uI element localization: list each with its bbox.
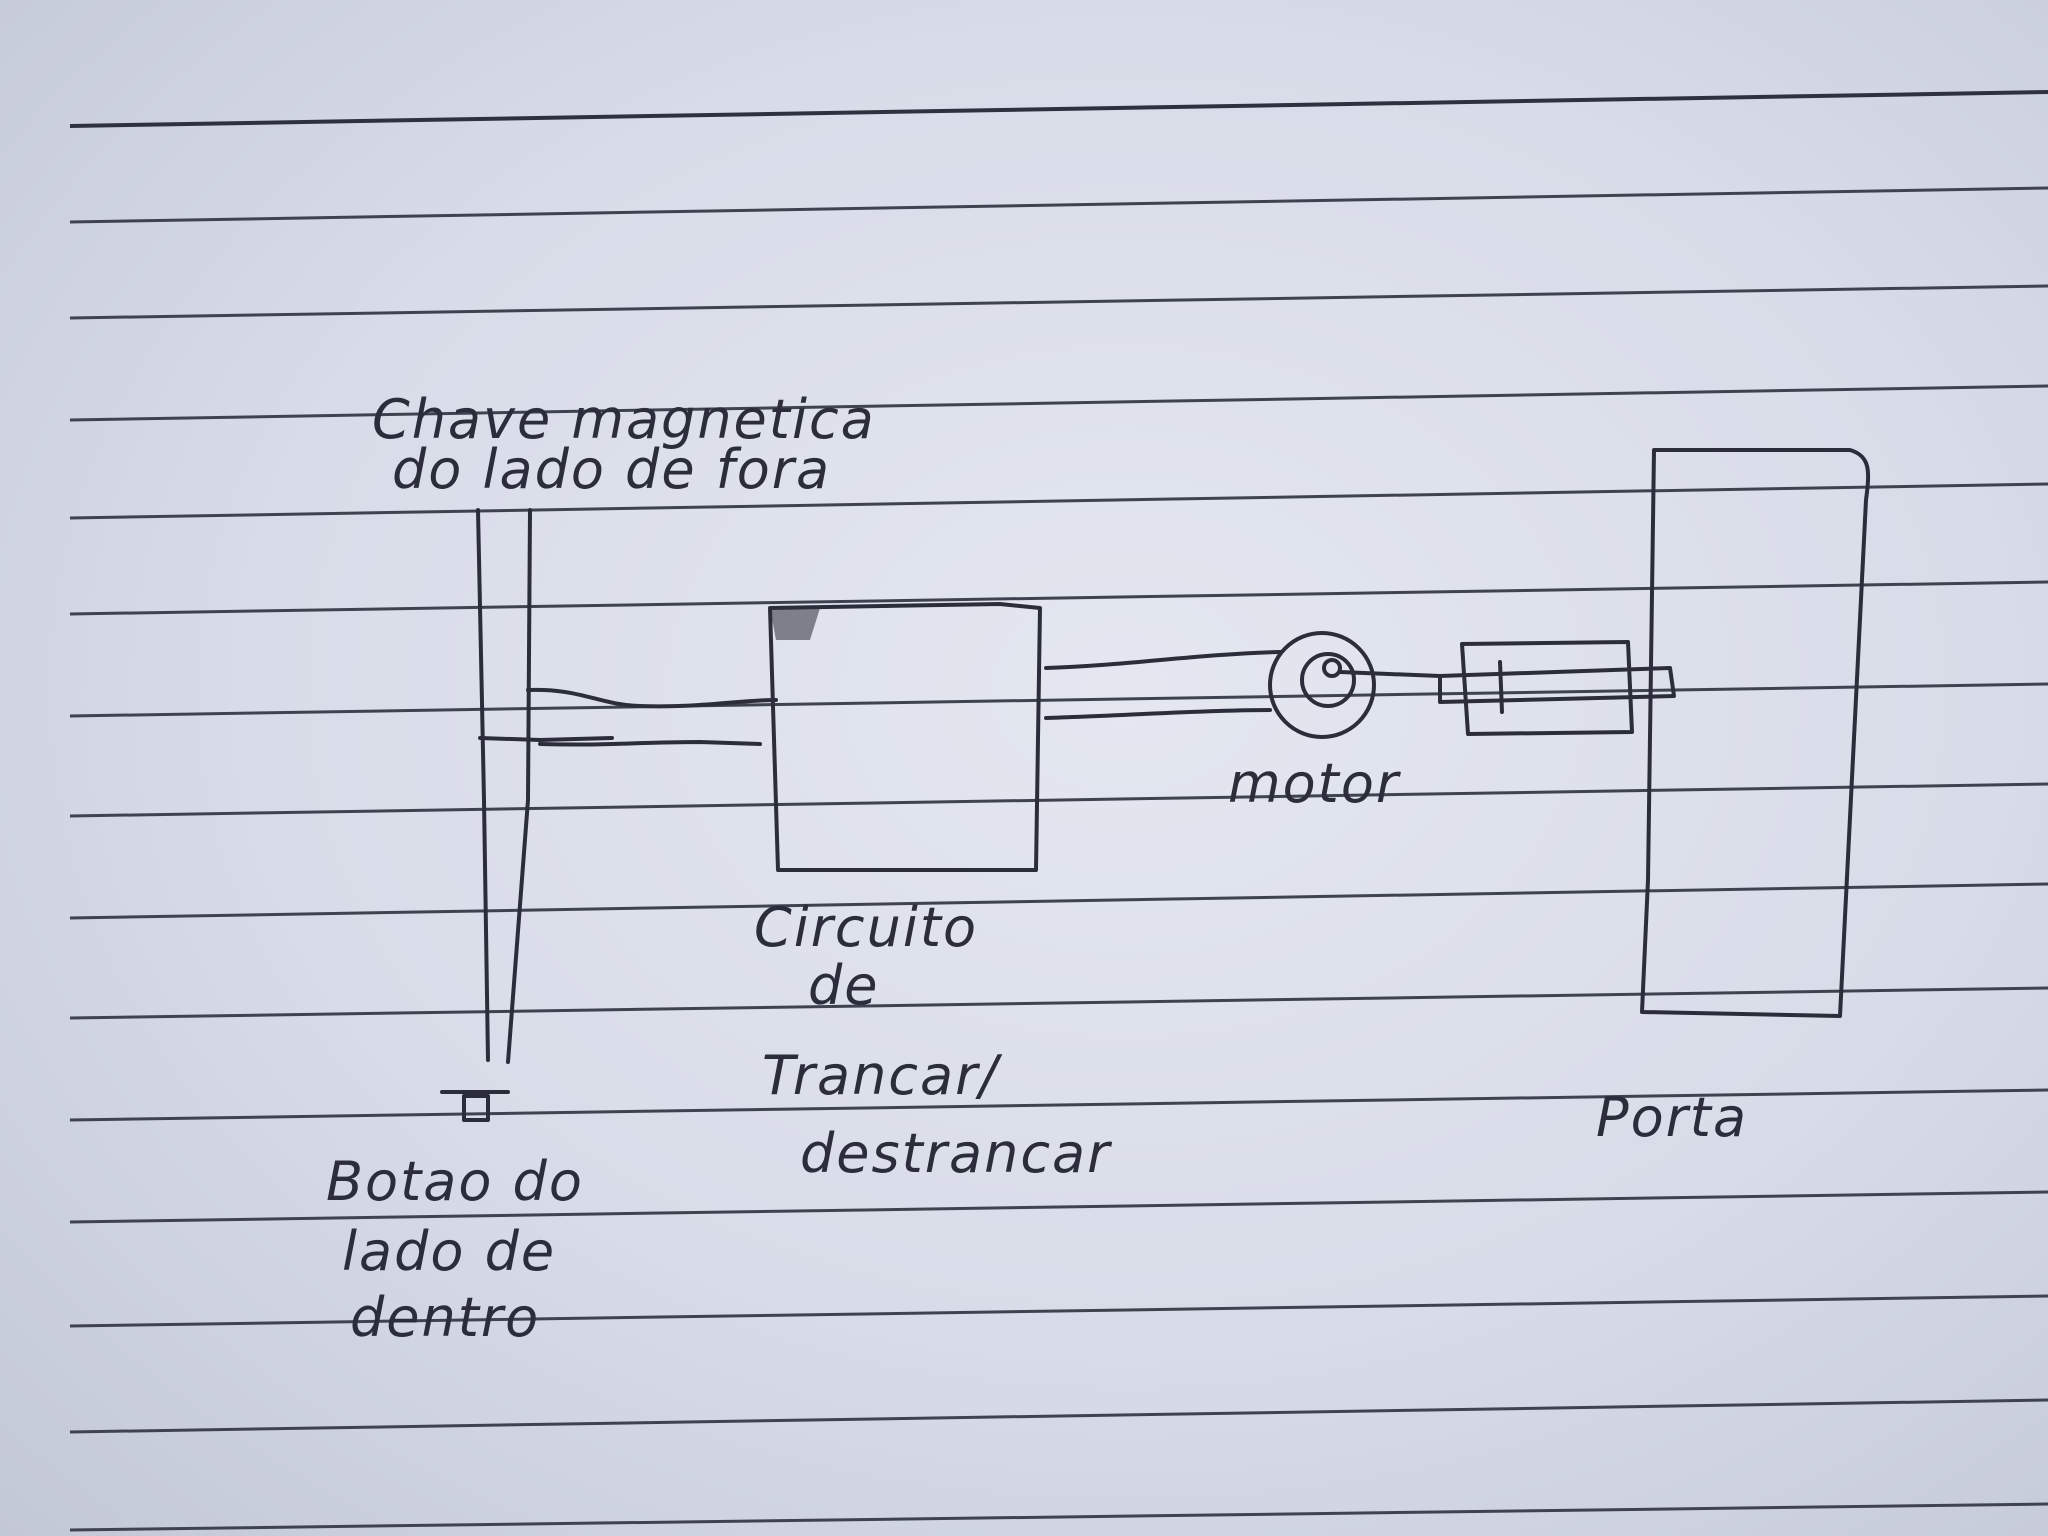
button-label-line2: lado de xyxy=(342,1220,556,1283)
motor-wires xyxy=(1044,650,1282,720)
circuit-box xyxy=(768,602,1042,872)
motor-icon xyxy=(1268,631,1442,739)
switch-label-line2: do lado de fora xyxy=(392,438,831,501)
door xyxy=(1640,448,1871,1018)
button-label-line1: Botao do xyxy=(326,1150,584,1213)
ruled-lines xyxy=(69,90,2048,1532)
labels: Chave magnetica do lado de fora Circuito… xyxy=(326,388,1748,1349)
switch-label-line1: Chave magnetica xyxy=(372,388,876,451)
circuit-label-line4: destrancar xyxy=(800,1122,1112,1185)
button-label-line3: dentro xyxy=(350,1286,540,1349)
door-label: Porta xyxy=(1596,1086,1748,1149)
circuit-label-line1: Circuito xyxy=(754,896,978,959)
motor-label: motor xyxy=(1228,752,1401,815)
magnetic-switch xyxy=(476,508,614,1064)
switch-wires xyxy=(526,687,778,747)
circuit-label-line2: de xyxy=(808,954,880,1017)
inside-button xyxy=(440,1090,510,1122)
circuit-label-line3: Trancar/ xyxy=(762,1044,1003,1107)
latch-bolt xyxy=(1438,640,1676,736)
